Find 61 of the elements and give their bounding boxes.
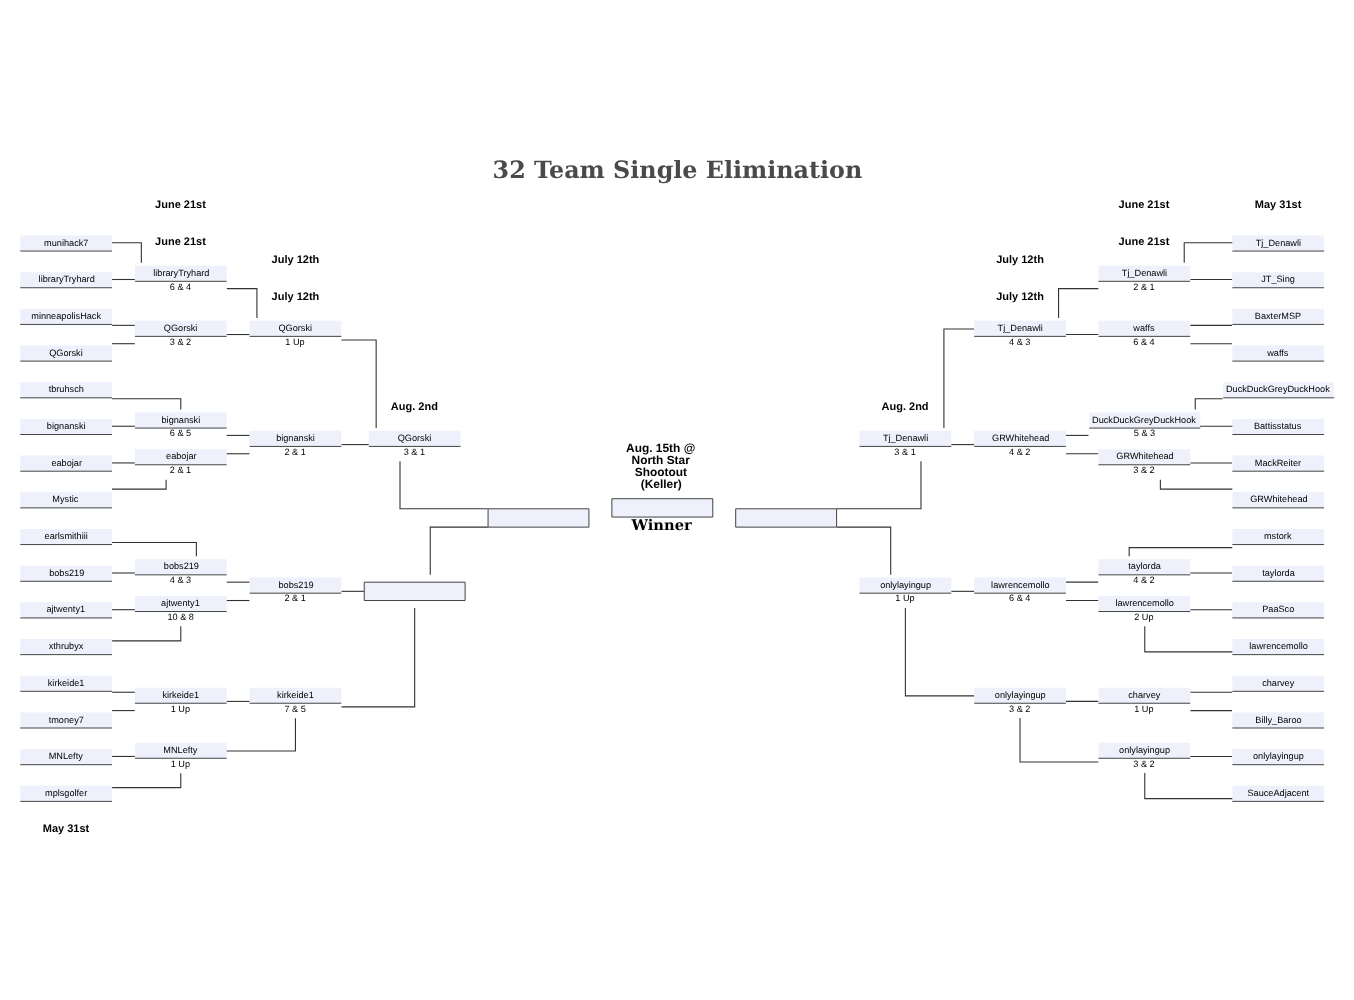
connector xyxy=(1189,690,1233,692)
connector xyxy=(226,580,250,582)
connector xyxy=(111,771,182,788)
connector xyxy=(950,443,975,445)
connector xyxy=(111,241,142,263)
connector xyxy=(1065,699,1099,701)
connector xyxy=(111,342,136,344)
connector xyxy=(111,571,136,573)
connector xyxy=(111,397,182,410)
connector xyxy=(111,690,136,692)
connector xyxy=(1189,323,1233,325)
connector xyxy=(1189,754,1233,756)
connector xyxy=(111,624,182,641)
connector xyxy=(836,459,922,509)
connector xyxy=(341,589,365,591)
connector xyxy=(111,461,136,463)
connector xyxy=(1058,287,1099,318)
connector xyxy=(340,338,377,428)
connector xyxy=(226,433,250,435)
connector xyxy=(111,478,167,489)
connector xyxy=(111,277,136,280)
connector xyxy=(1144,771,1233,799)
connector xyxy=(111,709,136,711)
connector xyxy=(1065,452,1099,454)
connector xyxy=(226,332,250,335)
connector xyxy=(1128,546,1233,556)
connector xyxy=(226,699,250,701)
connector xyxy=(226,598,250,601)
connector xyxy=(836,525,892,575)
connector xyxy=(1189,277,1233,280)
connector xyxy=(341,443,370,445)
connector xyxy=(1189,709,1233,711)
connector xyxy=(111,754,136,756)
connector xyxy=(904,606,975,696)
connector xyxy=(950,589,975,591)
connector xyxy=(1199,424,1233,426)
connector xyxy=(226,287,258,318)
connector xyxy=(341,606,416,707)
connector xyxy=(111,323,136,325)
connector xyxy=(399,459,489,509)
connector xyxy=(1189,461,1233,463)
connector xyxy=(226,716,296,751)
connector xyxy=(1065,433,1089,435)
connector xyxy=(1065,580,1099,582)
diagram-title: 32 Team Single Elimination xyxy=(492,154,863,183)
connector xyxy=(111,424,136,426)
connector xyxy=(1144,624,1233,652)
connector xyxy=(1189,571,1233,573)
connector xyxy=(1189,608,1233,610)
connector xyxy=(1189,342,1233,344)
connector xyxy=(1019,716,1099,762)
connector xyxy=(226,452,250,454)
connector xyxy=(111,608,136,610)
connector xyxy=(1065,598,1099,601)
connector xyxy=(111,540,197,556)
connector xyxy=(1159,478,1233,489)
connector xyxy=(943,327,975,428)
connector xyxy=(1183,241,1233,263)
connector xyxy=(1194,397,1224,410)
connector xyxy=(1065,332,1099,335)
connector xyxy=(429,525,489,575)
